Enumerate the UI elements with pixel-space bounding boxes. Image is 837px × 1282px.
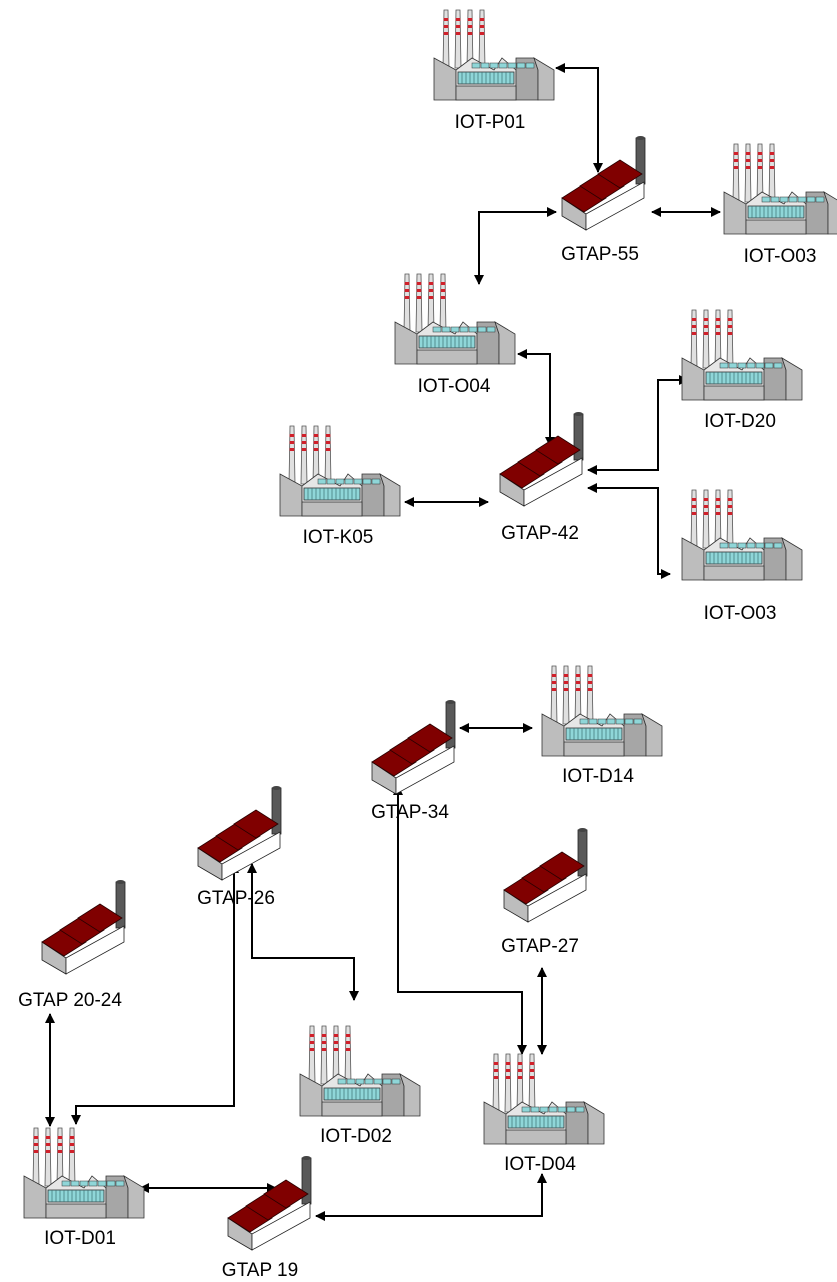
connections (50, 68, 720, 1216)
node-label-iot-d04: IOT-D04 (504, 1154, 576, 1175)
connection-iot-o04-gtap-42 (518, 354, 550, 446)
connection-gtap-42-iot-d20 (588, 380, 688, 470)
factory-icon (562, 136, 645, 230)
power-plant-icon (434, 10, 554, 100)
power-plant-icon (542, 666, 662, 756)
node-label-iot-d20: IOT-D20 (704, 411, 776, 432)
node-label-iot-p01: IOT-P01 (455, 112, 526, 133)
node-label-gtap-27: GTAP-27 (501, 936, 579, 957)
power-plant-icon (682, 490, 802, 580)
node-label-iot-o03-bottom: IOT-O03 (704, 603, 777, 624)
node-label-iot-o04: IOT-O04 (418, 376, 491, 397)
node-label-gtap-42: GTAP-42 (501, 523, 579, 544)
node-label-iot-o03-top: IOT-O03 (744, 246, 817, 267)
connection-gtap-34-iot-d04 (398, 786, 522, 1054)
connection-gtap-55-iot-o04 (479, 212, 556, 284)
node-label-gtap-55: GTAP-55 (561, 244, 639, 265)
factory-icon (504, 828, 587, 922)
connection-gtap-19-iot-d04 (316, 1174, 542, 1216)
factory-icon (372, 700, 455, 794)
node-label-iot-d14: IOT-D14 (562, 766, 634, 787)
connection-gtap-42-iot-o03-bottom (588, 488, 670, 574)
factory-icon (228, 1156, 311, 1250)
node-label-iot-d02: IOT-D02 (320, 1126, 392, 1147)
node-label-gtap-20-24: GTAP 20-24 (18, 990, 122, 1011)
power-plant-icon (280, 426, 400, 516)
node-label-iot-k05: IOT-K05 (303, 527, 374, 548)
node-label-iot-d01: IOT-D01 (44, 1228, 116, 1249)
factory-icon (198, 786, 281, 880)
node-label-gtap-34: GTAP-34 (371, 802, 449, 823)
connection-iot-p01-gtap-55 (556, 68, 598, 172)
connection-gtap-26-iot-d02 (252, 864, 354, 1000)
node-label-gtap-19: GTAP 19 (222, 1260, 298, 1281)
power-plant-icon (682, 310, 802, 400)
power-plant-icon (24, 1128, 144, 1218)
power-plant-icon (300, 1026, 420, 1116)
power-plant-icon (395, 274, 515, 364)
factory-icon (500, 412, 583, 506)
factory-icon (42, 880, 125, 974)
power-plant-icon (724, 144, 837, 234)
power-plant-icon (484, 1054, 604, 1144)
node-label-gtap-26: GTAP-26 (197, 888, 275, 909)
